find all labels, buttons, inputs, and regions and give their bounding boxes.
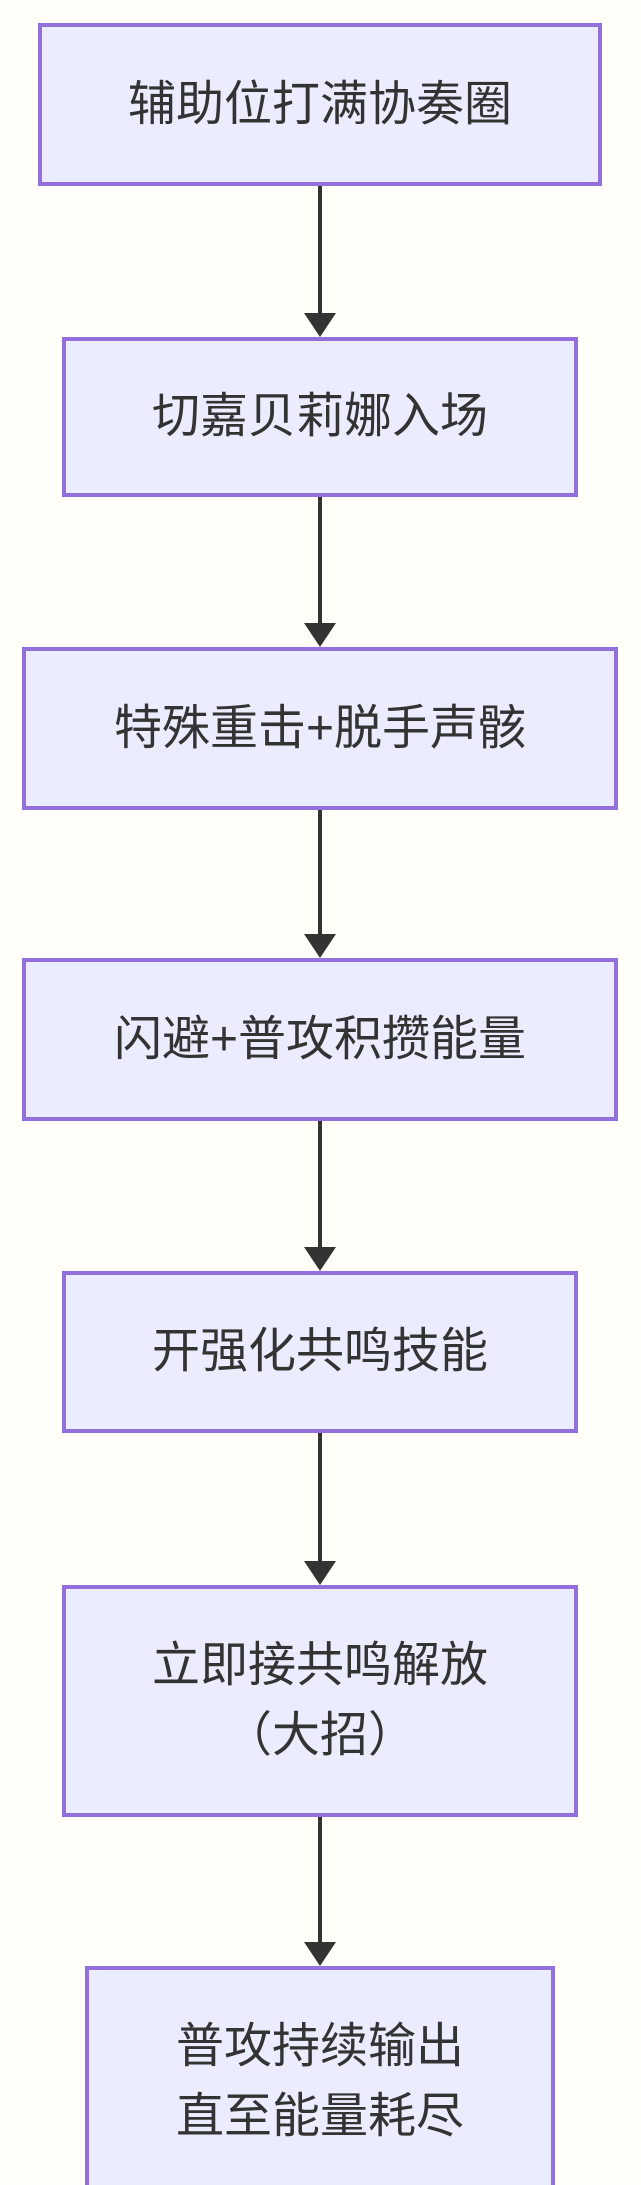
flow-node-label: 开强化共鸣技能 — [151, 1325, 488, 1378]
arrowhead-down-icon — [304, 313, 336, 337]
flow-node-label: 辅助位打满协奏圈 — [127, 77, 512, 131]
flow-node-step-6: 立即接共鸣解放 （大招） — [62, 1585, 578, 1817]
flow-arrow-4-5 — [304, 1121, 336, 1271]
flow-node-label: （大招） — [223, 1709, 416, 1762]
flow-node-label: 闪避+普攻积攒能量 — [113, 1012, 527, 1066]
flow-arrow-1-2 — [304, 186, 336, 337]
arrow-shaft — [318, 186, 322, 315]
flow-node-step-7: 普攻持续输出 直至能量耗尽 — [85, 1966, 555, 2185]
arrowhead-down-icon — [304, 623, 336, 647]
flow-node-step-4: 闪避+普攻积攒能量 — [22, 958, 618, 1121]
flow-node-step-1: 辅助位打满协奏圈 — [38, 23, 602, 186]
flow-arrow-3-4 — [304, 810, 336, 958]
flow-node-label: 立即接共鸣解放 — [151, 1639, 488, 1692]
arrowhead-down-icon — [304, 1942, 336, 1966]
arrow-shaft — [318, 1433, 322, 1563]
flow-node-step-2: 切嘉贝莉娜入场 — [62, 337, 578, 497]
flow-node-label: 特殊重击+脱手声骸 — [113, 701, 527, 755]
arrowhead-down-icon — [304, 934, 336, 958]
arrowhead-down-icon — [304, 1561, 336, 1585]
flow-arrow-2-3 — [304, 497, 336, 647]
flow-node-label: 直至能量耗尽 — [175, 2090, 464, 2143]
arrowhead-down-icon — [304, 1247, 336, 1271]
arrow-shaft — [318, 810, 322, 936]
flow-node-label: 切嘉贝莉娜入场 — [151, 390, 488, 443]
arrow-shaft — [318, 1817, 322, 1944]
flow-node-step-3: 特殊重击+脱手声骸 — [22, 647, 618, 810]
arrow-shaft — [318, 1121, 322, 1249]
flow-arrow-6-7 — [304, 1817, 336, 1966]
flow-arrow-5-6 — [304, 1433, 336, 1585]
arrow-shaft — [318, 497, 322, 625]
flow-node-step-5: 开强化共鸣技能 — [62, 1271, 578, 1433]
flow-node-label: 普攻持续输出 — [175, 2020, 464, 2073]
